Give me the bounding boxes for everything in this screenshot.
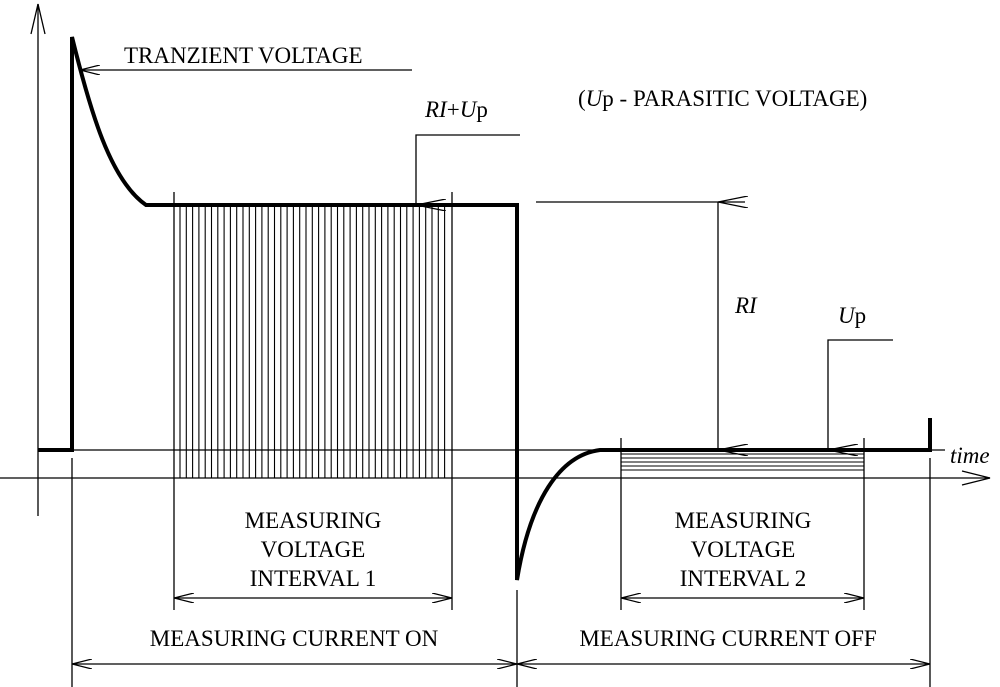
time-axis-arrowhead bbox=[961, 470, 991, 486]
parasitic-voltage-note: (Up - PARASITIC VOLTAGE) bbox=[578, 86, 867, 111]
vertical-axis-arrowhead bbox=[30, 3, 46, 35]
interval-2-hatching bbox=[621, 453, 864, 471]
current-off-label: MEASURING CURRENT OFF bbox=[579, 626, 876, 651]
interval-1-label-line2: VOLTAGE bbox=[261, 537, 366, 562]
interval-1-label-line1: MEASURING bbox=[245, 508, 382, 533]
interval-2-label-line3: INTERVAL 2 bbox=[680, 566, 807, 591]
up-leader bbox=[827, 339, 893, 450]
ri-label: RI bbox=[734, 293, 758, 318]
ri-plus-up-leader bbox=[415, 134, 520, 205]
time-label: time bbox=[950, 443, 990, 468]
up-label: Up bbox=[838, 303, 866, 328]
ri-plus-up-label: RI+Up bbox=[424, 97, 488, 122]
interval-1-label-line3: INTERVAL 1 bbox=[250, 566, 377, 591]
interval-2-label-line2: VOLTAGE bbox=[691, 537, 796, 562]
transient-voltage-label: TRANZIENT VOLTAGE bbox=[124, 43, 363, 68]
current-on-label: MEASURING CURRENT ON bbox=[150, 626, 439, 651]
interval-2-label-line1: MEASURING bbox=[675, 508, 812, 533]
interval-1-hatching bbox=[179, 205, 446, 478]
voltage-waveform bbox=[38, 36, 932, 581]
